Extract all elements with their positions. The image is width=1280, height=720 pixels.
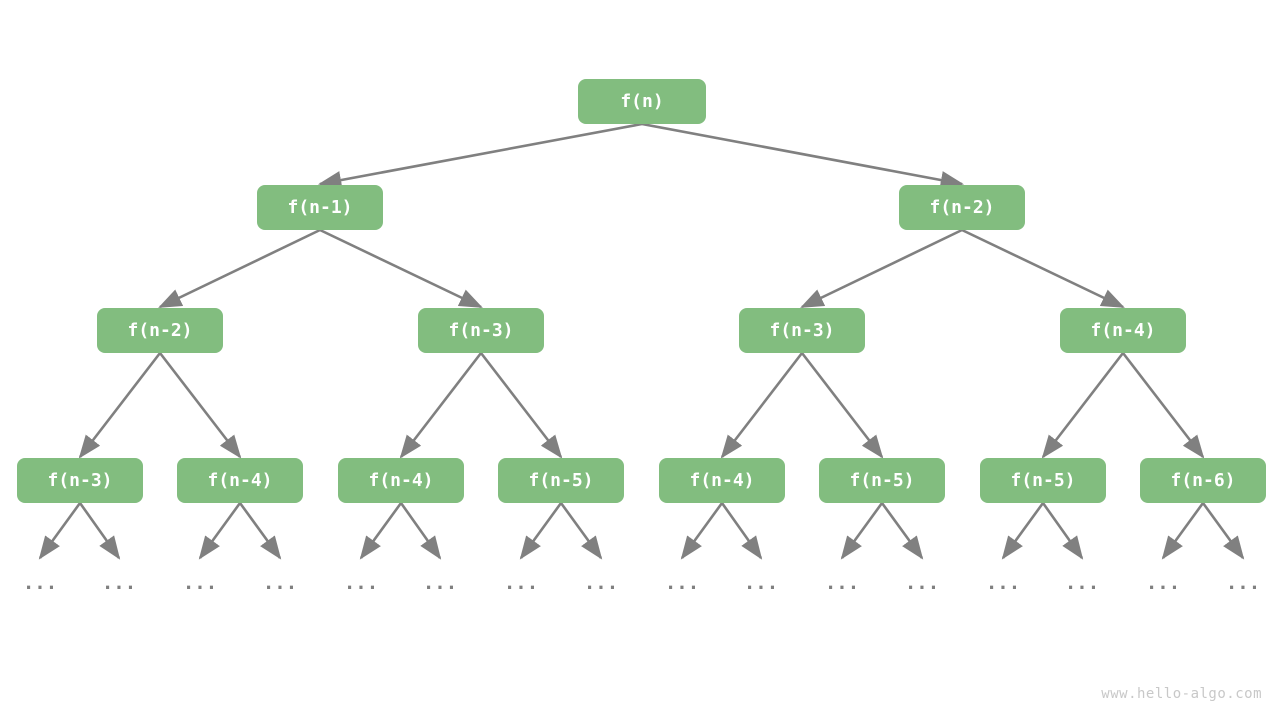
tree-edge bbox=[559, 502, 603, 560]
tree-node: f(n-5) bbox=[819, 457, 945, 503]
tree-edge bbox=[680, 502, 724, 560]
ellipsis-marker: ... bbox=[1064, 572, 1100, 594]
tree-edge bbox=[479, 352, 563, 459]
tree-node: f(n-5) bbox=[498, 457, 624, 503]
tree-edge bbox=[158, 352, 242, 459]
tree-edge bbox=[317, 122, 643, 190]
tree-edge bbox=[78, 352, 162, 459]
tree-edge bbox=[1041, 502, 1084, 560]
ellipsis-marker: ... bbox=[583, 572, 619, 594]
ellipsis-marker: ... bbox=[824, 572, 860, 594]
tree-edge bbox=[1041, 352, 1125, 459]
tree-edge bbox=[1001, 502, 1045, 560]
tree-edge bbox=[319, 228, 483, 309]
ellipsis-marker: ... bbox=[422, 572, 458, 594]
tree-edge bbox=[399, 352, 483, 459]
tree-edge bbox=[800, 228, 963, 309]
leaf-edges bbox=[38, 502, 1245, 560]
tree-edge bbox=[840, 502, 884, 560]
ellipsis-marker: ... bbox=[904, 572, 940, 594]
tree-node: f(n-5) bbox=[980, 457, 1106, 503]
tree-edge bbox=[720, 502, 763, 560]
ellipsis-marker: ... bbox=[262, 572, 298, 594]
tree-node: f(n-3) bbox=[418, 307, 544, 353]
ellipsis-marker: ... bbox=[182, 572, 218, 594]
tree-edge bbox=[399, 502, 442, 560]
tree-node: f(n-2) bbox=[97, 307, 223, 353]
tree-edge bbox=[1201, 502, 1245, 560]
ellipsis-marker: ... bbox=[743, 572, 779, 594]
tree-edge bbox=[961, 228, 1125, 309]
tree-node: f(n-3) bbox=[739, 307, 865, 353]
tree-edge bbox=[1121, 352, 1205, 459]
tree-edge bbox=[720, 352, 804, 459]
tree-edge bbox=[198, 502, 242, 560]
ellipsis-marker: ... bbox=[985, 572, 1021, 594]
tree-edge bbox=[519, 502, 563, 560]
tree-edge bbox=[641, 122, 965, 190]
tree-edge bbox=[158, 228, 321, 309]
ellipsis-marker: ... bbox=[503, 572, 539, 594]
tree-edge bbox=[359, 502, 403, 560]
tree-node: f(n) bbox=[578, 78, 706, 124]
tree-edge bbox=[78, 502, 121, 560]
tree-edge bbox=[1161, 502, 1205, 560]
tree-edge bbox=[238, 502, 282, 560]
tree-edge bbox=[880, 502, 924, 560]
tree-node: f(n-1) bbox=[257, 184, 383, 230]
watermark: www.hello-algo.com bbox=[1101, 686, 1262, 702]
tree-edge bbox=[800, 352, 884, 459]
ellipsis-marker: ... bbox=[1225, 572, 1261, 594]
ellipsis-marker: ... bbox=[343, 572, 379, 594]
tree-edge bbox=[38, 502, 82, 560]
tree-node: f(n-6) bbox=[1140, 457, 1266, 503]
tree-node: f(n-3) bbox=[17, 457, 143, 503]
tree-node: f(n-4) bbox=[659, 457, 785, 503]
ellipsis-marker: ... bbox=[664, 572, 700, 594]
tree-node: f(n-4) bbox=[1060, 307, 1186, 353]
ellipsis-marker: ... bbox=[1145, 572, 1181, 594]
tree-node: f(n-2) bbox=[899, 184, 1025, 230]
ellipsis-marker: ... bbox=[101, 572, 137, 594]
tree-edges bbox=[78, 122, 1205, 459]
tree-node: f(n-4) bbox=[338, 457, 464, 503]
tree-node: f(n-4) bbox=[177, 457, 303, 503]
ellipsis-marker: ... bbox=[22, 572, 58, 594]
